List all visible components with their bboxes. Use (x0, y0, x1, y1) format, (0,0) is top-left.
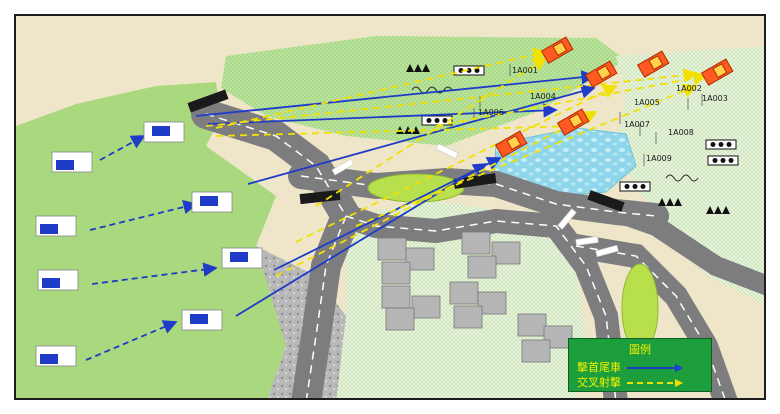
position-label: 1A006 (478, 108, 504, 117)
map-frame: 1A001 1A002 1A003 1A004 1A005 1A006 1A00… (14, 14, 766, 400)
legend-item-label: 交叉射擊 (577, 376, 621, 389)
roadblock (587, 190, 625, 212)
blue-dashed-arrows (85, 135, 218, 361)
position-label: 1A007 (624, 120, 650, 129)
legend-title: 圖例 (629, 343, 651, 356)
position-label: 1A002 (676, 84, 702, 93)
buildings (377, 231, 573, 363)
position-label: 1A003 (702, 94, 728, 103)
barriers (331, 143, 619, 258)
legend-item-crossfire: 交叉射擊 (577, 374, 685, 390)
yellow-arrow-icon (626, 379, 683, 387)
blue-arrows (195, 70, 596, 317)
legend-item-label: 擊首尾車 (577, 361, 621, 374)
top-field (221, 36, 626, 146)
wire-obstacle (411, 86, 699, 182)
friendly-tank-icon (35, 121, 263, 367)
position-label: 1A008 (668, 128, 694, 137)
legend-box: 圖例 擊首尾車 交叉射擊 (568, 338, 712, 392)
position-label: 1A001 (512, 66, 538, 75)
bunker-icon (421, 65, 739, 192)
position-label: 1A005 (634, 98, 660, 107)
position-label: 1A009 (646, 154, 672, 163)
tactical-map (16, 16, 764, 398)
roadblock (187, 89, 229, 113)
roadblock (299, 189, 341, 205)
position-label: 1A004 (530, 92, 556, 101)
roadblock (453, 173, 497, 189)
right-field (616, 46, 764, 305)
blue-arrow-icon (626, 364, 683, 372)
legend-item-head-tail: 擊首尾車 (577, 359, 685, 375)
enemy-markers (473, 64, 703, 166)
yellow-crossfire-arrows (205, 47, 708, 277)
enemy-tank-icon (494, 36, 734, 158)
